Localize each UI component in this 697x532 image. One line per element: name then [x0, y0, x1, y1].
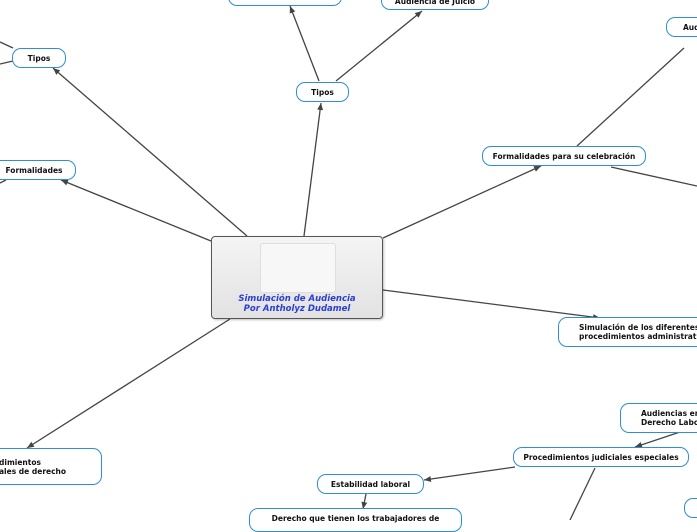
node-blank-bottom-right[interactable]: [684, 498, 697, 518]
node-formalidades[interactable]: Formalidades: [0, 160, 76, 180]
edge-formalidades-celebracion-offscreen: [610, 166, 697, 187]
node-blank-top[interactable]: [228, 0, 342, 6]
node-estabilidad-laboral[interactable]: Estabilidad laboral: [317, 474, 424, 494]
node-tipos-top[interactable]: Tipos: [296, 82, 349, 102]
connector-lines: [0, 5, 697, 520]
node-simulacion-procedimientos[interactable]: Simulación de los diferentes t procedimi…: [558, 317, 697, 347]
node-audiencia-juicio[interactable]: Audiencia de Juicio: [381, 0, 489, 10]
central-topic-title: Simulación de Audiencia Por Antholyz Dud…: [238, 294, 356, 314]
node-tipos-left[interactable]: Tipos: [12, 48, 66, 68]
edge-tipos-top-to-audiencia-juicio: [335, 10, 423, 82]
edge-tipos-top-to-blank: [289, 5, 320, 82]
edge-central-to-tipos-top: [303, 102, 324, 237]
edge-tipos-left-offscreen-a: [0, 41, 14, 49]
edge-estabilidad-to-derecho: [361, 493, 368, 510]
edge-central-to-procedimientos-left: [26, 318, 231, 449]
edge-procedimientos-to-audiencias-derecho: [634, 431, 681, 448]
central-topic[interactable]: Simulación de Audiencia Por Antholyz Dud…: [211, 236, 383, 319]
edge-procedimientos-offscreen: [569, 467, 596, 520]
node-audiencias-derecho-laboral[interactable]: Audiencias en Derecho Labor: [620, 403, 697, 433]
edge-formalidades-celebracion-to-aud: [576, 47, 685, 147]
image-placeholder: [260, 243, 336, 293]
node-procedimientos-left[interactable]: dimientos ales de derecho: [0, 448, 102, 485]
edge-tipos-left-offscreen-b: [0, 60, 14, 65]
edge-central-to-formalidades: [60, 179, 212, 242]
node-formalidades-celebracion[interactable]: Formalidades para su celebración: [482, 146, 646, 166]
node-procedimientos-judiciales[interactable]: Procedimientos judiciales especiales: [513, 447, 689, 467]
edge-procedimientos-to-estabilidad: [423, 466, 516, 482]
edge-central-to-simulacion: [382, 289, 601, 321]
edge-formalidades-offscreen: [0, 179, 7, 184]
edge-central-to-formalidades-celebracion: [382, 165, 542, 239]
edge-central-to-tipos-left: [52, 67, 248, 237]
node-derecho-trabajadores[interactable]: Derecho que tienen los trabajadores de: [249, 508, 462, 532]
node-aud-top-right[interactable]: Aud: [666, 17, 697, 37]
